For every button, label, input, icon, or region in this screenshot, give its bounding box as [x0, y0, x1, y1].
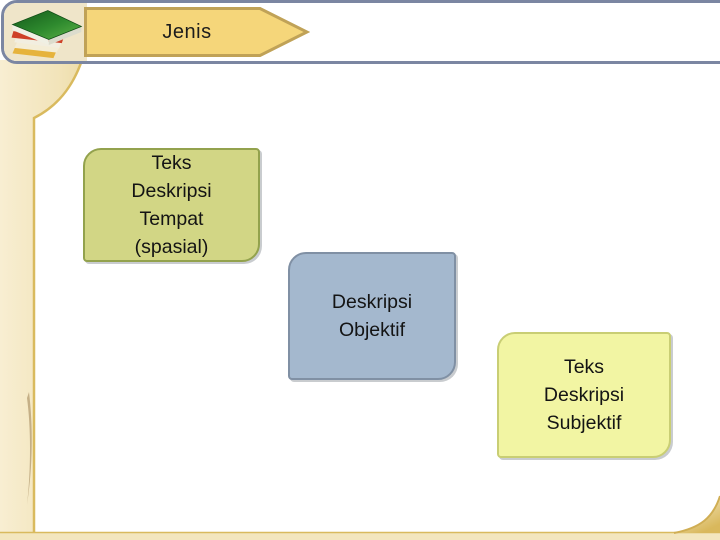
- books-stack-icon: [10, 10, 82, 59]
- slide-header: Jenis: [1, 0, 720, 64]
- box-teks-deskripsi-tempat: Teks Deskripsi Tempat (spasial): [83, 148, 260, 262]
- bottom-right-curl: [674, 496, 720, 533]
- band-curl-shadow: [27, 392, 32, 505]
- box-deskripsi-objektif: Deskripsi Objektif: [288, 252, 456, 380]
- box-label: Deskripsi Objektif: [331, 291, 413, 341]
- books-area: [4, 3, 87, 61]
- box-label: Teks Deskripsi Tempat (spasial): [131, 152, 212, 258]
- box-teks-deskripsi-subjektif: Teks Deskripsi Subjektif: [497, 332, 671, 458]
- box-label: Teks Deskripsi Subjektif: [543, 356, 625, 434]
- left-page-band: [0, 60, 82, 540]
- slide-title: Jenis: [162, 20, 212, 43]
- title-banner: [84, 7, 310, 57]
